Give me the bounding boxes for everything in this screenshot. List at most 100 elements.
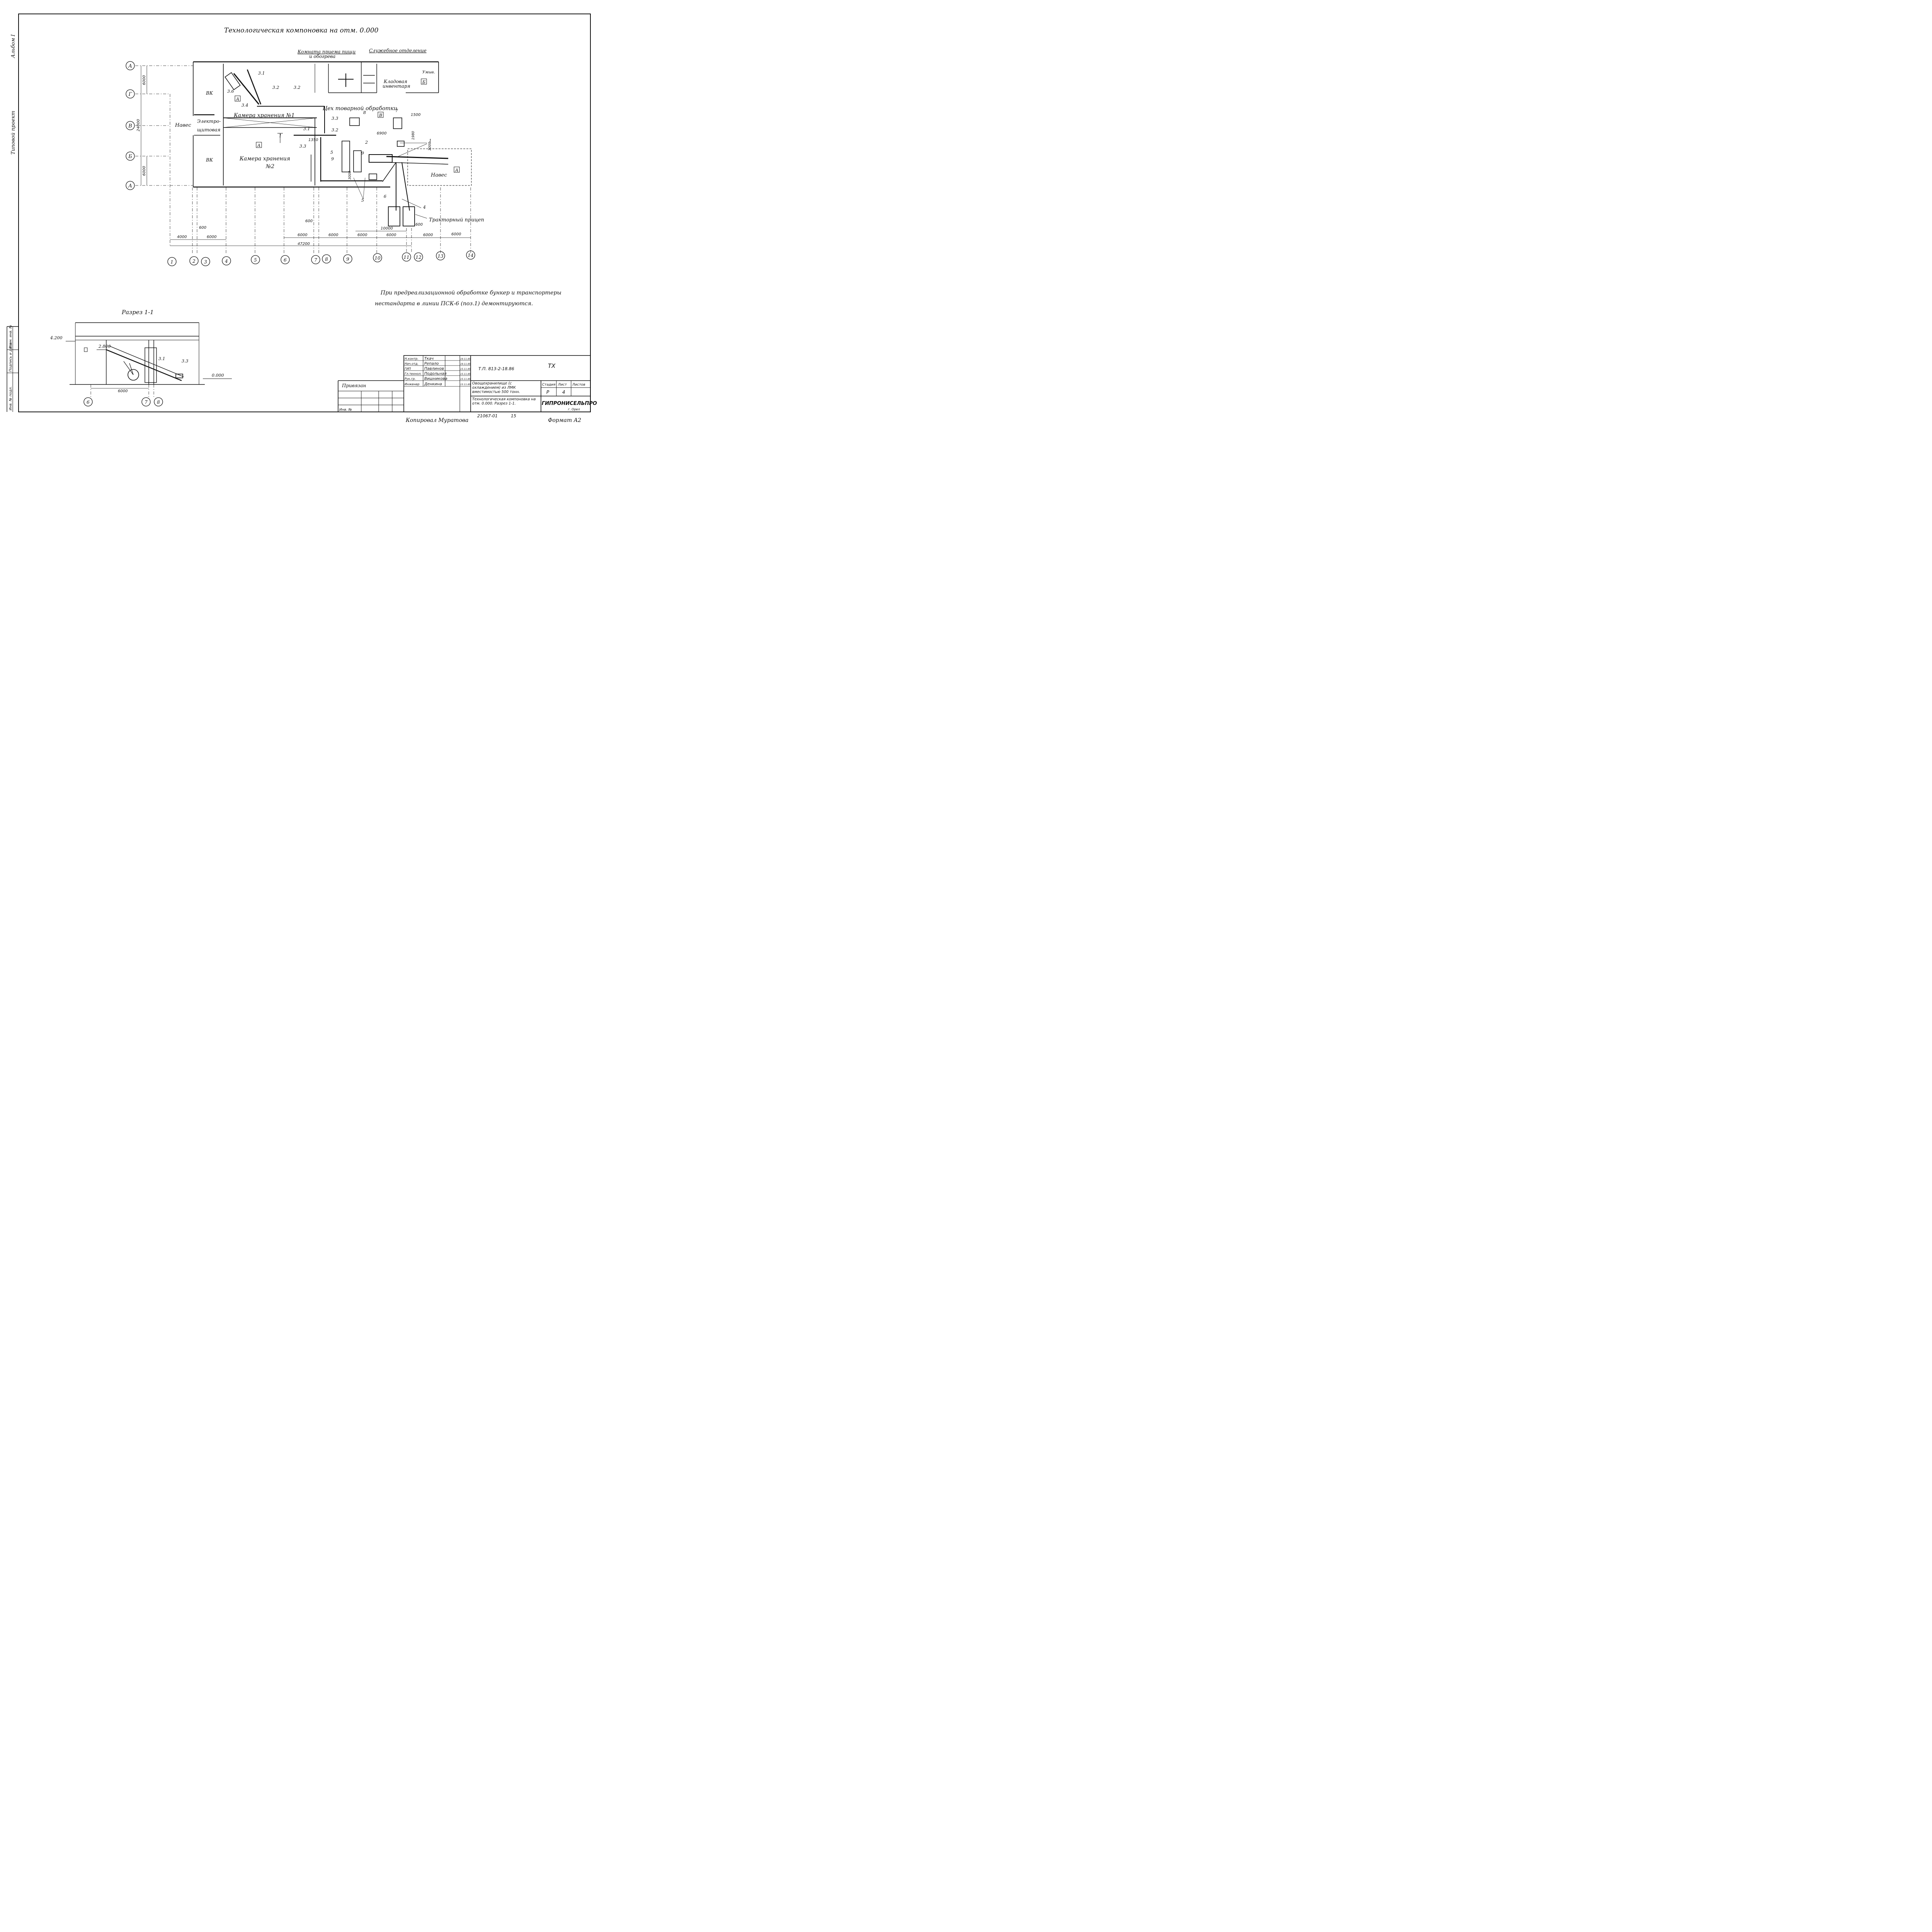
label-electro: Электро- <box>197 119 221 124</box>
label-workshop: Цех товарной обработки <box>323 105 397 112</box>
drawing-number: 21067-01 <box>477 413 498 418</box>
stamp-city: г. Орел <box>568 408 580 411</box>
dim-600-a: 600 <box>199 226 206 230</box>
dim-6000-c: 6000 <box>328 233 338 237</box>
stamp-name-2: Репало <box>424 362 439 366</box>
side-project: Типовой проект <box>10 111 16 155</box>
label-storage-2: инвентаря <box>383 83 410 89</box>
stamp-object-box: Овощехранилище (с охлаждением) из ЛМК вм… <box>472 381 520 394</box>
strip-sign: Подпись и дата <box>9 343 13 372</box>
pos-9-b: 9 <box>361 151 364 156</box>
stamp-sheet-title-box: Технологическая компоновка на отм. 0.000… <box>472 397 536 406</box>
axis-2: 2 <box>192 259 196 264</box>
zone-a-1: А <box>236 97 239 102</box>
pos-6: 6 <box>384 194 386 199</box>
axis-numbers: 1 2 3 4 5 6 7 8 9 10 11 12 13 14 <box>167 250 475 266</box>
stamp-name-6: Денкина <box>424 382 442 386</box>
pos-8: 8 <box>363 110 366 115</box>
pos-9-a: 9 <box>331 156 334 162</box>
pos-2: 2 <box>365 140 368 145</box>
section-drawing <box>66 322 232 406</box>
pos-3-3-a: 3.3 <box>332 116 338 121</box>
axis-4: 4 <box>224 259 228 264</box>
stamp-h-sheet: Лист <box>558 383 567 387</box>
zone-v: В <box>379 113 382 118</box>
stamp-inv: Инв. № <box>339 408 352 412</box>
dim-6000-a: 6000 <box>207 235 216 239</box>
stamp-object: Овощехранилище (с охлаждением) из ЛМК вм… <box>472 381 520 394</box>
dim-3000-b: 3000 <box>428 142 432 151</box>
stamp-h-stage: Стадия <box>542 383 556 387</box>
axis-7: 7 <box>314 257 317 263</box>
section-level-0000: 0.000 <box>212 373 224 378</box>
stamp-date-5: 15.11.85 <box>460 378 471 381</box>
label-meal-room: Комната приема пищи <box>297 49 355 54</box>
drawing-sheet: Альбом I Типовой проект Взам. инв. № Под… <box>7 14 597 423</box>
stamp-role-6: Инженер <box>405 383 420 386</box>
axis-14: 14 <box>468 253 473 258</box>
stamp-org: ГИПРОНИСЕЛЬПРОМ <box>542 401 597 406</box>
label-electro-2: щитовая <box>197 127 220 133</box>
dim-600-b: 600 <box>305 219 313 223</box>
position-labels: 3.1 3.6 3.4 3.2 3.2 3.3 8 7 3.1 3.2 3.3 … <box>227 71 432 219</box>
pos-1: 1 <box>429 138 432 143</box>
label-storage: Кладовая <box>383 79 407 84</box>
axis-g: Г <box>128 92 132 97</box>
dim-6000-b: 6000 <box>298 233 307 237</box>
side-album: Альбом I <box>10 34 16 58</box>
pos-3-2-c: 3.2 <box>332 128 338 133</box>
stamp-stage: Р <box>546 389 549 395</box>
label-trailer: Тракторный прицеп <box>429 217 484 223</box>
zone-b: Б <box>422 80 425 85</box>
axis-a-bottom: А <box>128 183 132 189</box>
axis-8: 8 <box>325 257 328 262</box>
label-vk-2: ВК <box>206 157 213 163</box>
zone-a-2: А <box>257 143 260 148</box>
section-level-4200: 4.200 <box>50 335 63 340</box>
stamp-code: Т.П. 813-2-18.86 <box>478 366 514 371</box>
stamp-h-sheets: Листов <box>572 383 585 387</box>
dim-4000: 4000 <box>177 235 187 239</box>
note-line-1: При предреализационной обработке бункер … <box>380 290 561 296</box>
stamp-date-1: 19.11.85 <box>460 358 471 361</box>
stamp-date-3: 15.11.85 <box>460 368 471 371</box>
stamp-date-2: 19.11.85 <box>460 363 471 366</box>
dim-10000: 10000 <box>381 226 393 231</box>
title-block <box>338 355 591 412</box>
dim-6000-e: 6000 <box>386 233 396 237</box>
label-service: Служебное отделение <box>369 48 427 53</box>
pos-4: 4 <box>423 205 426 210</box>
dim-1350: 1350 <box>308 138 318 142</box>
pos-3-3-b: 3.3 <box>299 144 306 149</box>
section-title: Разрез 1-1 <box>121 309 154 316</box>
dim-6000-d: 6000 <box>357 233 367 237</box>
dim-6900: 6900 <box>377 131 386 136</box>
label-chamber-2: Камера хранения <box>239 156 290 162</box>
stamp-role-1: Н.контр. <box>405 357 418 361</box>
zone-a-3: А <box>455 168 458 173</box>
pos-5: 5 <box>330 150 333 155</box>
pos-3-6: 3.6 <box>227 89 234 94</box>
label-canopy-left: Навес <box>175 122 191 128</box>
strip-inv: Инв. № подл. <box>9 386 13 410</box>
axis-v: В <box>128 123 132 129</box>
dim-1980: 1980 <box>412 131 415 140</box>
label-chamber-2b: №2 <box>265 163 274 170</box>
axis-6: 6 <box>284 257 287 263</box>
axis-3: 3 <box>204 259 207 265</box>
dim-3000: 3000 <box>348 171 352 180</box>
pos-3-1-b: 3.1 <box>303 126 310 131</box>
dimensions: 6000 24000 6000 4000 600 6000 6000 600 6… <box>136 75 461 246</box>
axis-5: 5 <box>254 257 257 263</box>
section-axis-7: 7 <box>145 400 148 405</box>
sheet-frame <box>18 14 591 412</box>
dim-6000-v1: 6000 <box>142 75 146 85</box>
plan-title: Технологическая компоновка на отм. 0.000 <box>224 27 379 34</box>
format: Формат А2 <box>548 417 581 423</box>
label-chamber-1: Камера хранения №1 <box>233 112 295 119</box>
stamp-bound: Привязан <box>342 383 366 388</box>
stamp-name-3: Павлинов <box>424 367 444 371</box>
axis-9: 9 <box>346 257 349 262</box>
section-dim-6000: 6000 <box>118 389 128 393</box>
dim-600-c: 600 <box>415 223 423 227</box>
